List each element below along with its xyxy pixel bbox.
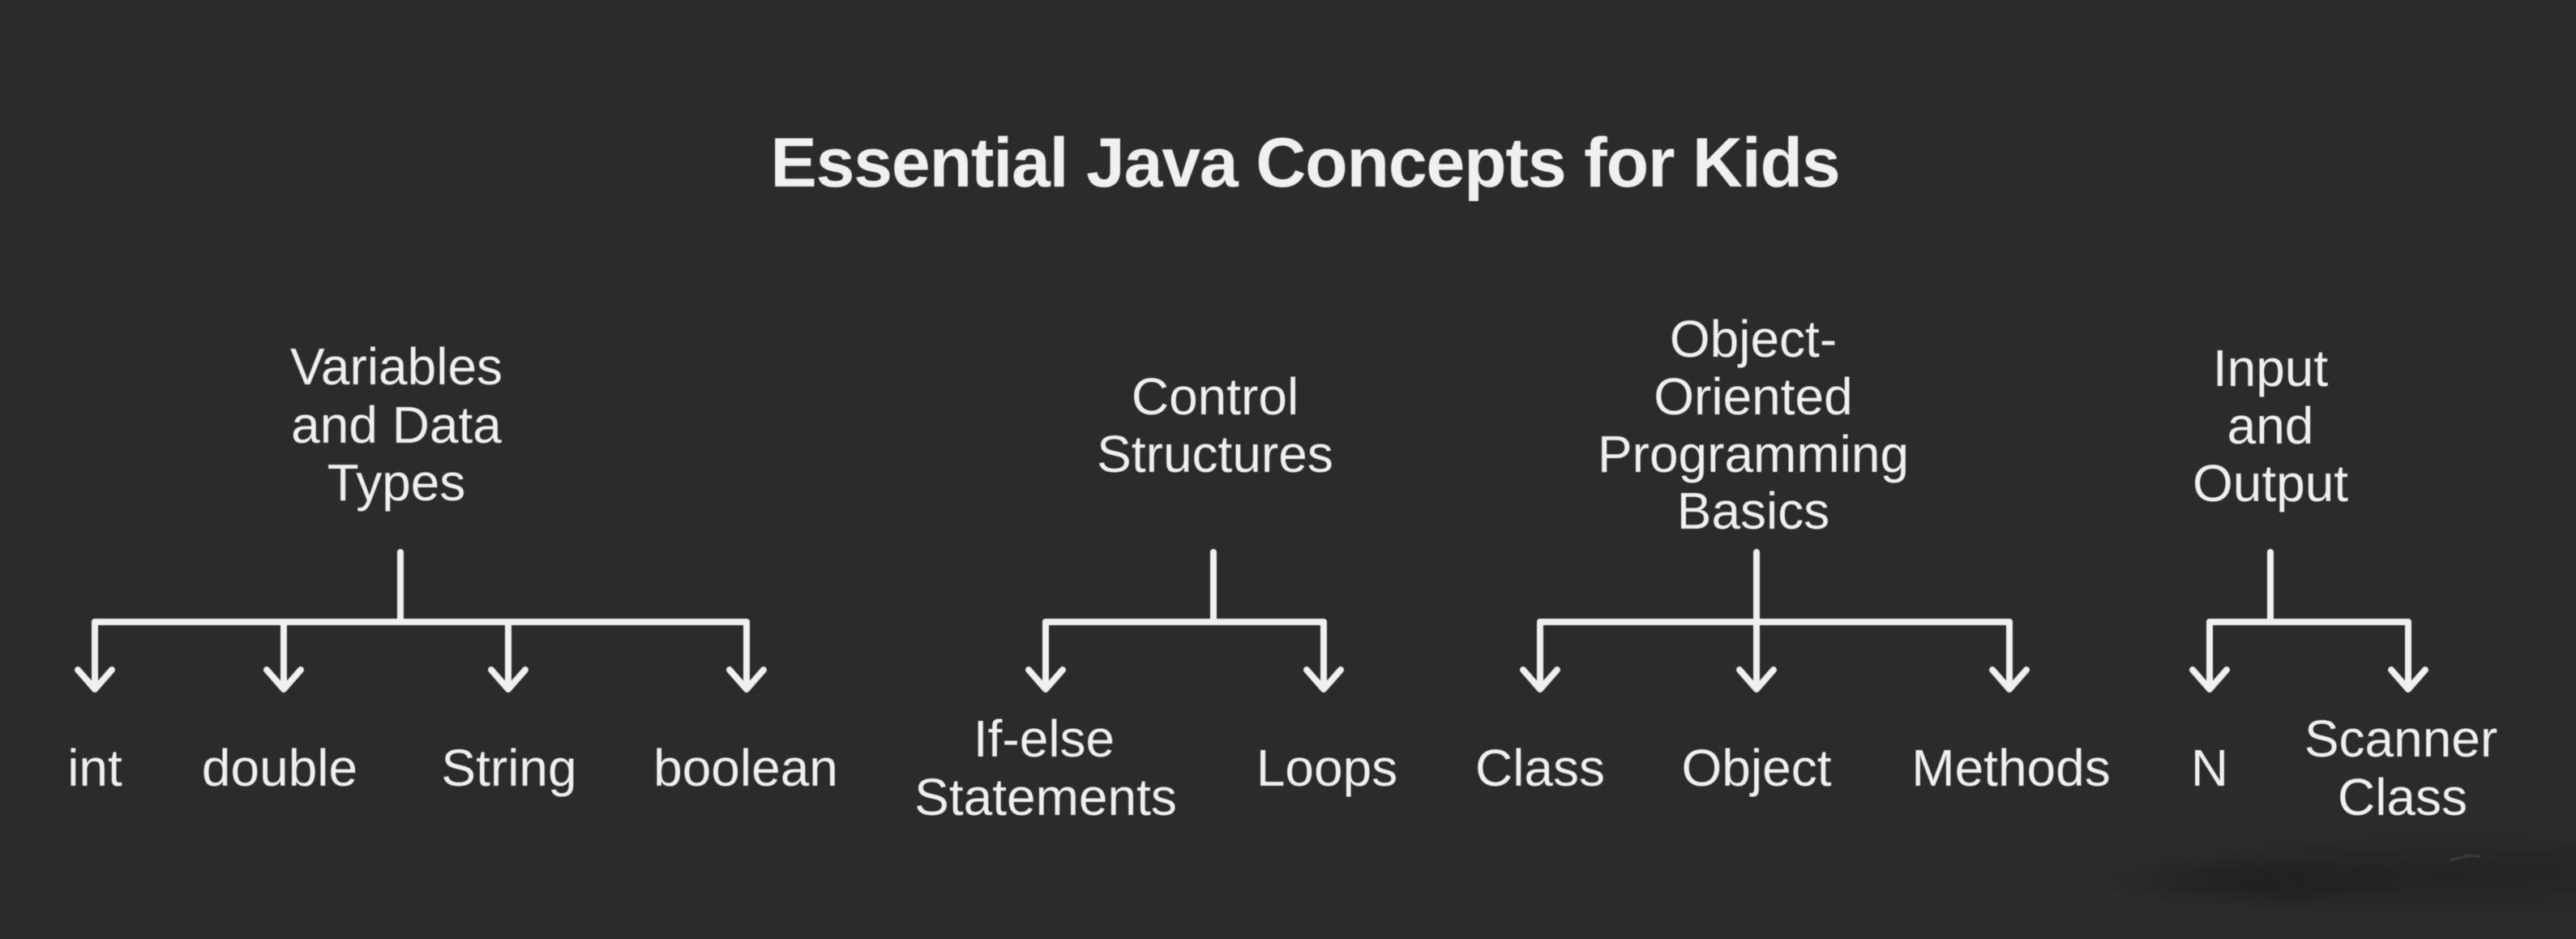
svg-text:Scanner: Scanner [2304, 710, 2497, 768]
svg-text:Oriented: Oriented [1654, 367, 1852, 426]
svg-text:Variables: Variables [290, 337, 503, 396]
svg-text:Statements: Statements [914, 768, 1177, 826]
svg-text:and Data: and Data [291, 396, 502, 454]
svg-text:Object-: Object- [1670, 310, 1837, 368]
svg-text:Types: Types [327, 453, 466, 512]
svg-text:If-else: If-else [973, 710, 1115, 768]
svg-text:Class: Class [2338, 768, 2467, 826]
svg-text:Input: Input [2213, 339, 2329, 397]
svg-text:N: N [2191, 739, 2228, 797]
svg-text:Object: Object [1682, 739, 1832, 797]
svg-text:Essential Java Concepts for Ki: Essential Java Concepts for Kids [771, 124, 1840, 202]
svg-text:Control: Control [1132, 367, 1299, 426]
svg-text:Loops: Loops [1256, 739, 1397, 797]
svg-text:Class: Class [1475, 739, 1605, 797]
svg-text:int: int [67, 739, 122, 797]
svg-text:double: double [202, 739, 357, 797]
svg-text:Methods: Methods [1911, 739, 2110, 797]
svg-text:String: String [441, 739, 576, 797]
svg-text:and: and [2227, 397, 2314, 455]
svg-text:Output: Output [2193, 454, 2348, 512]
svg-text:Basics: Basics [1677, 482, 1830, 540]
svg-text:boolean: boolean [653, 739, 838, 797]
svg-text:Programming: Programming [1598, 425, 1909, 483]
svg-text:Structures: Structures [1097, 425, 1333, 483]
